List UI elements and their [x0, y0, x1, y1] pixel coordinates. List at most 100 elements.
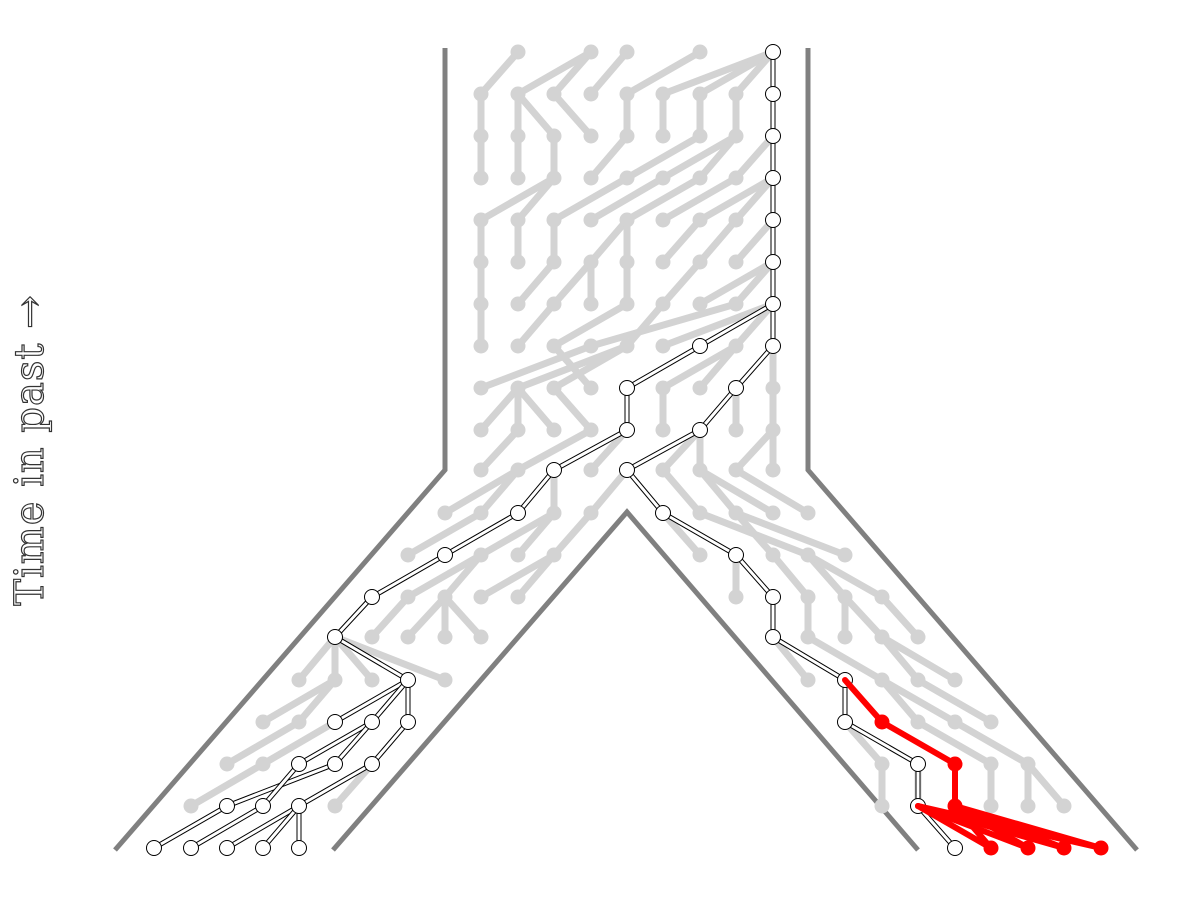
ancestral-edge-fill [333, 595, 374, 639]
background-individual [655, 170, 671, 186]
background-lineage-edge [477, 48, 522, 98]
background-individual [983, 798, 999, 814]
background-individual [510, 212, 526, 228]
background-lineage-edge [732, 300, 777, 350]
ancestral-edge-fill [516, 468, 556, 515]
ancestral-individual [619, 462, 635, 478]
background-individual [546, 422, 562, 438]
background-individual [583, 462, 599, 478]
background-individual [728, 254, 744, 270]
ancestral-individual [765, 629, 781, 645]
ancestral-individual [655, 505, 671, 521]
background-individual [583, 44, 599, 60]
background-lineage-edge [514, 384, 558, 434]
background-individual [546, 128, 562, 144]
background-individual [728, 128, 744, 144]
background-lineage-edge [732, 48, 777, 98]
background-lineage-edge [187, 760, 267, 810]
background-lineage-edge [878, 593, 922, 641]
background-individual [728, 86, 744, 102]
background-lineage-edge [732, 132, 777, 182]
background-individual [255, 714, 271, 730]
background-individual [837, 547, 853, 563]
ancestral-individual [327, 756, 343, 772]
background-individual [692, 170, 708, 186]
background-individual [874, 589, 890, 605]
background-individual [728, 589, 744, 605]
background-individual [510, 296, 526, 312]
background-individual [510, 338, 526, 354]
ancestral-individual [219, 840, 235, 856]
background-lineage-edge [514, 174, 558, 224]
background-individual [728, 170, 744, 186]
background-individual [655, 380, 671, 396]
background-individual [728, 296, 744, 312]
background-individual [910, 672, 926, 688]
background-lineage-edge [732, 174, 777, 224]
background-individual [1020, 798, 1036, 814]
background-individual [546, 296, 562, 312]
background-individual [800, 505, 816, 521]
background-individual [765, 422, 781, 438]
background-lineage-edge [550, 300, 631, 350]
ancestral-individual [728, 547, 744, 563]
background-individual [692, 505, 708, 521]
background-lineage-edge [514, 90, 558, 140]
background-individual [473, 86, 489, 102]
background-individual [910, 629, 926, 645]
background-individual [655, 86, 671, 102]
background-individual [692, 380, 708, 396]
ancestral-individuals [146, 44, 963, 856]
ancestral-edge-fill [625, 344, 702, 390]
background-lineage-edge [696, 342, 740, 392]
background-individual [510, 589, 526, 605]
background-lineage-edge [696, 466, 777, 517]
background-individual [692, 547, 708, 563]
background-individual [692, 44, 708, 60]
background-lineage-edge [841, 593, 886, 641]
background-lineage-edge [259, 718, 339, 768]
ancestral-individual [364, 756, 380, 772]
background-lineage-edge [659, 466, 704, 517]
background-lineage-edge [404, 593, 449, 641]
background-individual [473, 170, 489, 186]
background-lineage-edge [659, 426, 704, 474]
highlighted-individual [1093, 840, 1109, 856]
background-lineage-edge [659, 258, 704, 308]
background-individual [437, 629, 453, 645]
ancestral-edge-fill [370, 720, 410, 766]
background-individual [510, 380, 526, 396]
ancestral-individual [765, 338, 781, 354]
ancestral-edge-fill [333, 720, 374, 766]
background-lineage-edge [550, 384, 595, 434]
background-lineage-edge [696, 48, 777, 98]
background-individual [473, 422, 489, 438]
background-individual [583, 254, 599, 270]
background-lineage-edge [804, 633, 886, 684]
background-individual [619, 170, 635, 186]
background-individual [546, 86, 562, 102]
background-lineage-edge [550, 258, 595, 308]
background-individual [765, 380, 781, 396]
ancestral-individual [910, 756, 926, 772]
highlighted-individual [947, 756, 963, 772]
ancestral-edge-fill [771, 635, 847, 682]
background-individual [473, 254, 489, 270]
background-lineage-edge [878, 633, 959, 684]
background-individual [546, 212, 562, 228]
background-lineage-edge [623, 132, 704, 182]
ancestral-individual [327, 714, 343, 730]
background-individual [546, 380, 562, 396]
background-individual [655, 254, 671, 270]
background-individual [1056, 798, 1072, 814]
background-individual [510, 44, 526, 60]
background-lineage-edge [1024, 760, 1068, 810]
background-lineage-edge [587, 132, 631, 182]
background-lineage-edge [696, 132, 740, 182]
background-individual [583, 380, 599, 396]
background-individual [255, 756, 271, 772]
background-lineage-edge [696, 509, 812, 559]
background-individual [327, 798, 343, 814]
background-individual [473, 380, 489, 396]
background-lineage-edge [732, 509, 849, 559]
